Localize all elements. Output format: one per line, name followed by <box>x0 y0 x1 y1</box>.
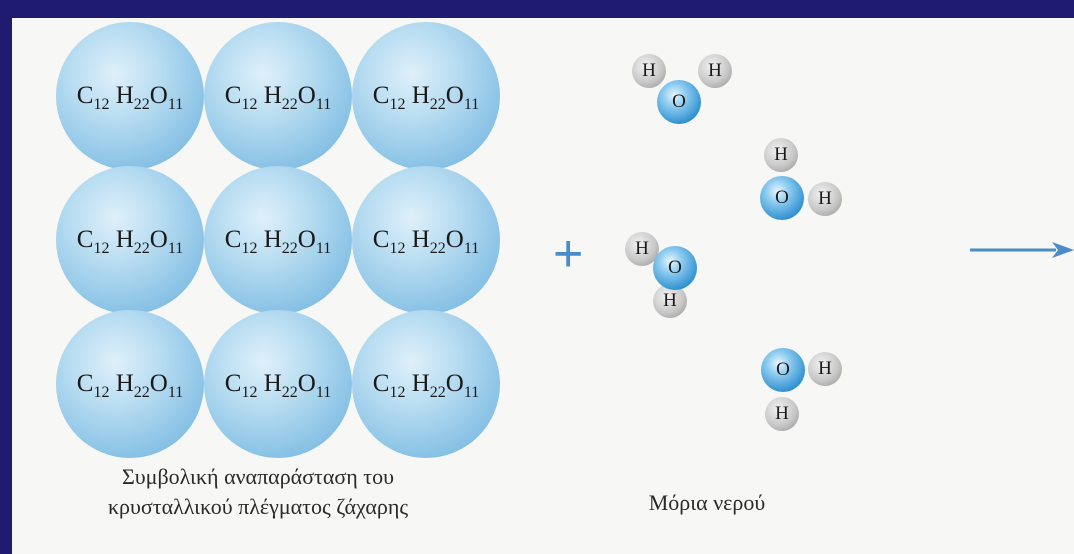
sucrose-molecule: C12 H22O11 <box>204 22 352 170</box>
sucrose-molecule: C12 H22O11 <box>56 166 204 314</box>
oxygen-atom: O <box>760 176 804 220</box>
sucrose-molecule: C12 H22O11 <box>352 166 500 314</box>
oxygen-atom: O <box>657 80 701 124</box>
sucrose-formula: C12 H22O11 <box>76 82 184 113</box>
hydrogen-atom: H <box>653 284 687 318</box>
sucrose-molecule: C12 H22O11 <box>56 22 204 170</box>
sucrose-formula: C12 H22O11 <box>372 226 480 257</box>
hydrogen-atom: H <box>632 54 666 88</box>
hydrogen-atom: H <box>698 54 732 88</box>
lattice-caption-line2: κρυσταλλικού πλέγματος ζάχαρης <box>107 494 409 519</box>
hydrogen-atom: H <box>765 397 799 431</box>
sucrose-molecule: C12 H22O11 <box>204 166 352 314</box>
sucrose-formula: C12 H22O11 <box>372 82 480 113</box>
water-caption: Μόρια νερού <box>648 490 766 515</box>
oxygen-atom: O <box>761 348 805 392</box>
hydrogen-atom: H <box>808 352 842 386</box>
lattice-caption-line1: Συμβολική αναπαράσταση του <box>121 464 395 489</box>
hydrogen-atom: H <box>808 182 842 216</box>
plus-sign: + <box>553 225 584 283</box>
reaction-arrow-icon <box>970 242 1074 258</box>
sucrose-formula: C12 H22O11 <box>76 370 184 401</box>
sucrose-molecule: C12 H22O11 <box>352 22 500 170</box>
oxygen-atom: O <box>653 246 697 290</box>
sucrose-formula: C12 H22O11 <box>224 370 332 401</box>
sucrose-molecule: C12 H22O11 <box>204 310 352 458</box>
sucrose-formula: C12 H22O11 <box>224 226 332 257</box>
hydrogen-atom: H <box>764 138 798 172</box>
sucrose-molecule: C12 H22O11 <box>352 310 500 458</box>
sucrose-formula: C12 H22O11 <box>372 370 480 401</box>
sucrose-formula: C12 H22O11 <box>76 226 184 257</box>
sucrose-formula: C12 H22O11 <box>224 82 332 113</box>
diagram-panel: C12 H22O11 C12 H22O11 C12 H22O11 C12 H22… <box>12 18 1074 554</box>
sucrose-molecule: C12 H22O11 <box>56 310 204 458</box>
lattice-caption: Συμβολική αναπαράσταση του κρυσταλλικού … <box>58 462 458 522</box>
